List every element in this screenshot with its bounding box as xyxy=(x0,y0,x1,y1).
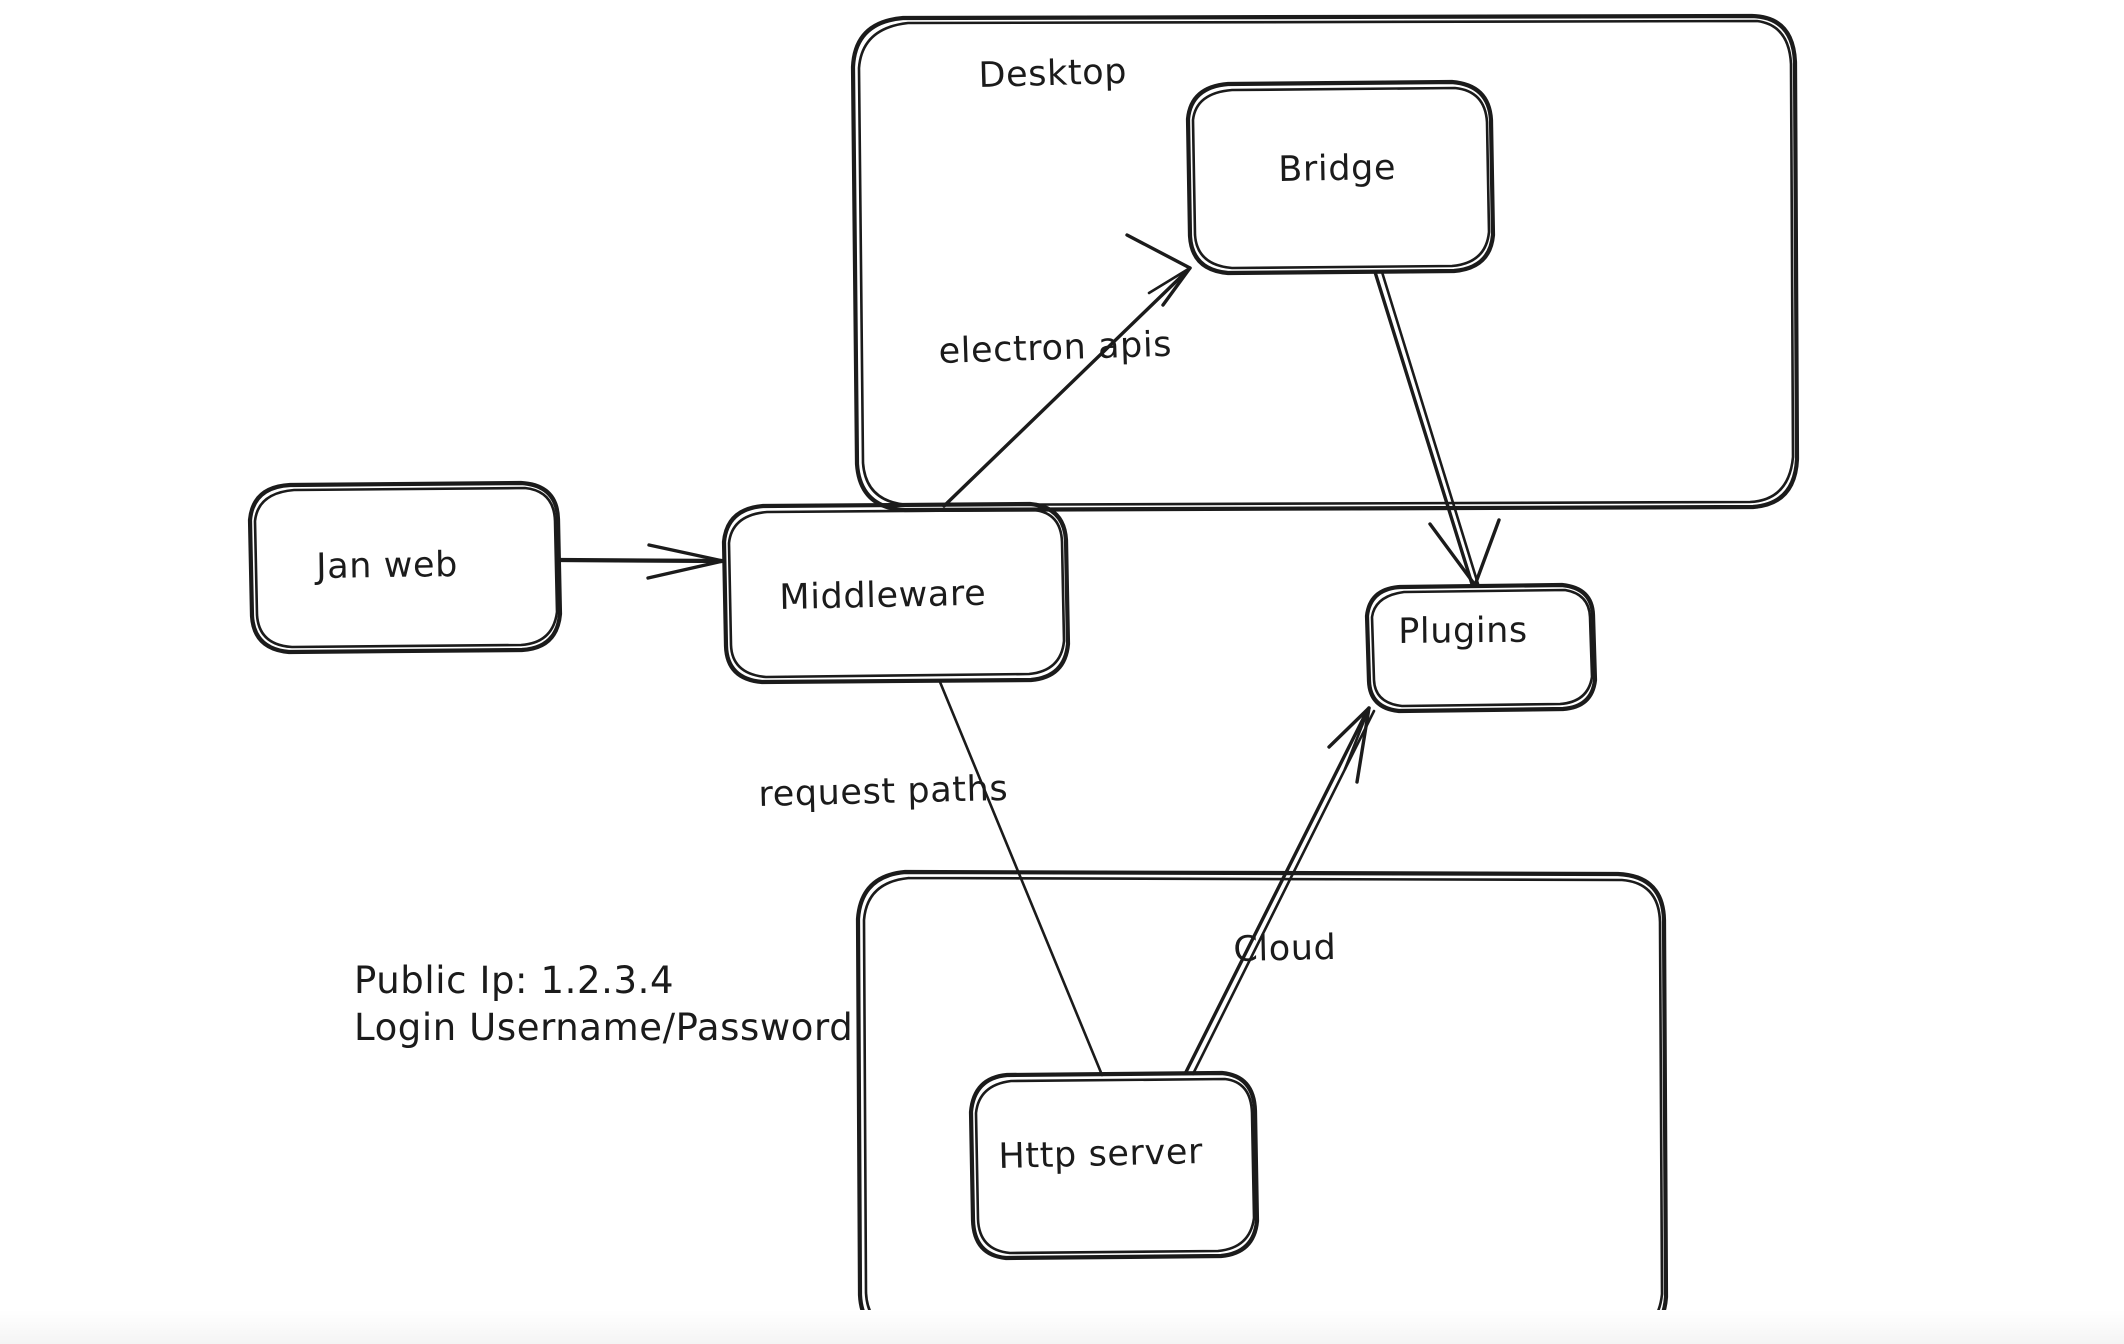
edge-http-to-plugins xyxy=(1184,706,1376,1076)
node-label-jan-web: Jan web xyxy=(316,545,459,587)
edge-bridge-to-plugins xyxy=(1373,270,1501,587)
edge-label-cloud: Cloud xyxy=(1233,927,1337,970)
edge-label-electron-apis: electron apis xyxy=(938,324,1173,372)
edge-middleware-to-bridge xyxy=(942,233,1192,508)
node-middleware-outline xyxy=(721,501,1071,685)
bottom-edge-band xyxy=(0,1310,2124,1344)
node-bridge-outline xyxy=(1185,79,1496,276)
group-label-desktop: Desktop xyxy=(978,51,1128,96)
node-label-middleware: Middleware xyxy=(779,573,987,618)
node-label-http-server: Http server xyxy=(998,1132,1204,1177)
node-jan-web-outline xyxy=(247,480,563,655)
edge-middleware-to-http xyxy=(938,680,1104,1077)
node-plugins-outline xyxy=(1364,582,1598,714)
edge-janweb-to-middleware xyxy=(557,543,725,580)
notes-block: Public Ip: 1.2.3.4 Login Username/Passwo… xyxy=(354,957,853,1052)
node-http-server-outline xyxy=(968,1070,1260,1261)
edge-label-request-paths: request paths xyxy=(758,768,1009,815)
note-public-ip: Public Ip: 1.2.3.4 xyxy=(354,959,675,1002)
note-login: Login Username/Password xyxy=(354,1006,854,1050)
node-label-plugins: Plugins xyxy=(1398,610,1528,652)
node-label-bridge: Bridge xyxy=(1278,147,1397,190)
